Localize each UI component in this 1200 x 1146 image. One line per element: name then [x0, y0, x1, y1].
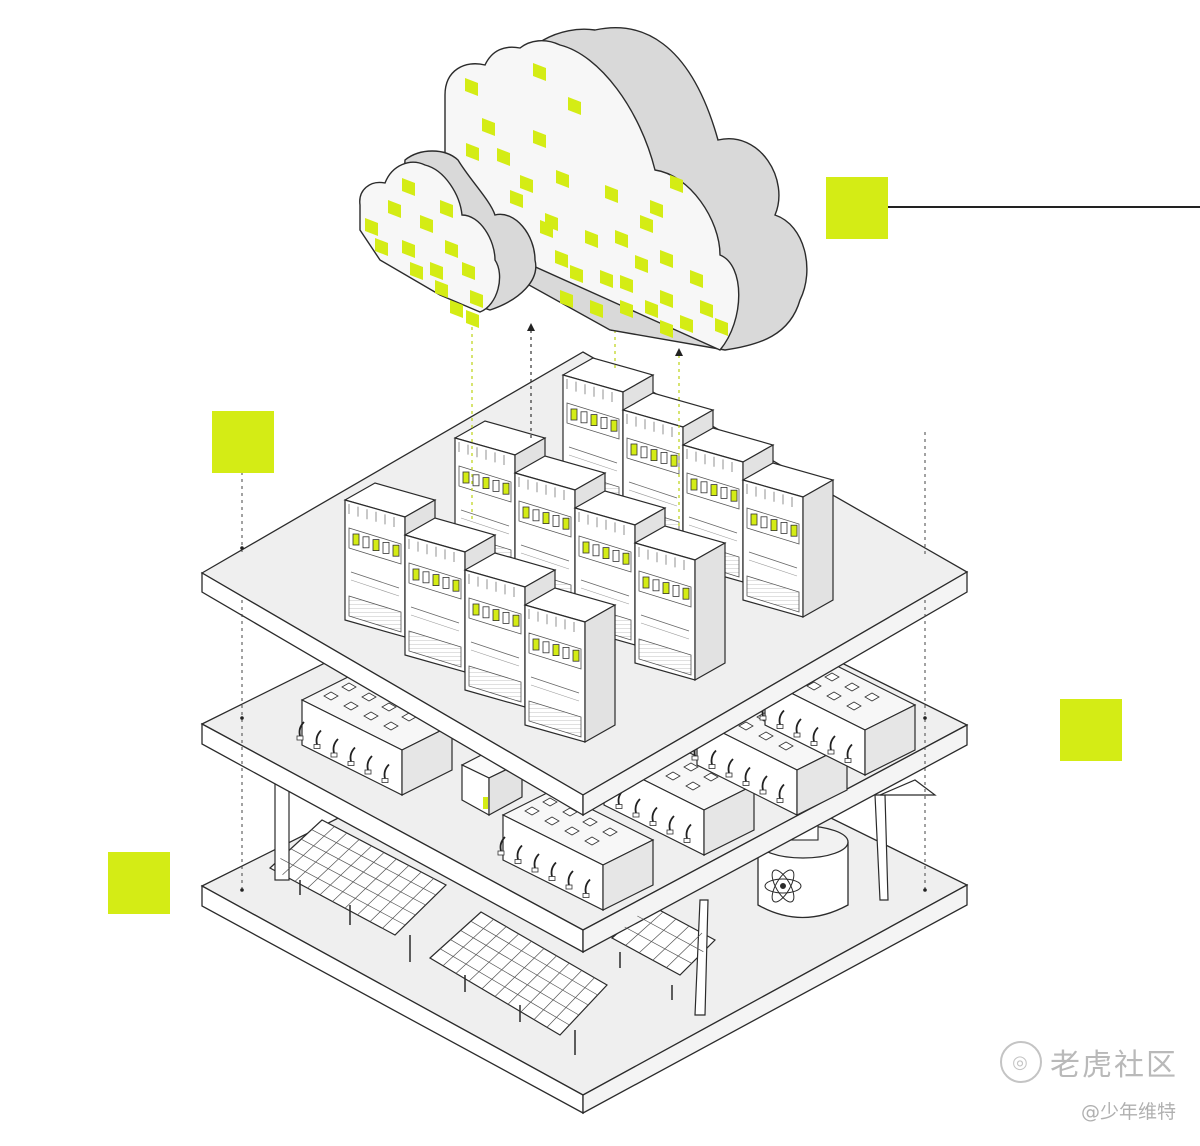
server-rack [523, 587, 617, 744]
watermark-brand: 老虎社区 [1050, 1048, 1178, 1083]
accent-square-right-middle [1060, 699, 1122, 761]
cloud-pixel [605, 185, 618, 203]
cloud-pixel [568, 97, 581, 115]
cloud-pixel [510, 190, 523, 208]
cloud-pixel [660, 320, 673, 338]
cloud-pixel [600, 270, 613, 288]
cloud-pixel [430, 262, 443, 280]
solar-grid [624, 911, 704, 968]
tiger-community-logo: ◎ [1000, 1041, 1042, 1083]
cloud-large [444, 27, 808, 351]
cloud-pixel [450, 300, 463, 318]
cloud-pixel [556, 170, 569, 188]
cloud-pixel [466, 143, 479, 161]
cloud-pixel [540, 220, 553, 238]
cloud-pixel [690, 270, 703, 288]
cloud-pixel [466, 310, 479, 328]
cloud-pixel [375, 238, 388, 256]
cloud-pixel [670, 175, 683, 193]
cloud-pixel [365, 218, 378, 236]
cloud-pixel [388, 200, 401, 218]
cloud-pixel [420, 215, 433, 233]
cloud-pixel [640, 215, 653, 233]
cloud-pixel [482, 118, 495, 136]
cloud-pixel [440, 200, 453, 218]
cloud-pixel [402, 178, 415, 196]
atom-icon [764, 869, 802, 903]
cloud-pixel [445, 240, 458, 258]
cloud-pixel [555, 250, 568, 268]
watermark: ◎ 老虎社区 [1000, 1040, 1178, 1084]
cloud-pixel [650, 200, 663, 218]
battery-unit [497, 789, 655, 911]
cloud-pixel [533, 130, 546, 148]
cloud-pixel [620, 275, 633, 293]
accent-square-left-top [212, 411, 274, 473]
cloud-pixel [410, 262, 423, 280]
cloud-pixel [645, 300, 658, 318]
cloud-pixel [635, 255, 648, 273]
cloud-pixel [533, 63, 546, 81]
cloud-pixel [615, 230, 628, 248]
cloud-pixel [402, 240, 415, 258]
cloud-pixel [462, 262, 475, 280]
cloud-pixel [585, 230, 598, 248]
cloud-pixel [680, 315, 693, 333]
cloud-pixel [560, 290, 573, 308]
solar-grid [440, 919, 598, 1028]
cloud-pixel [465, 78, 478, 96]
cloud-pixel [435, 280, 448, 298]
cloud-pixel [660, 250, 673, 268]
accent-square-left-bottom [108, 852, 170, 914]
cloud-pixel [520, 175, 533, 193]
cloud-pixel [715, 318, 728, 336]
cloud-pixel [497, 148, 510, 166]
cloud-pixel [700, 300, 713, 318]
accent-square-right-top [826, 177, 888, 239]
watermark-handle: @少年维特 [1080, 1101, 1176, 1123]
cloud-pixel [590, 300, 603, 318]
solar-grid [280, 826, 436, 929]
support-pillars [274, 779, 290, 881]
battery-unit [296, 674, 454, 796]
cloud-pixel [660, 290, 673, 308]
server-rack [633, 525, 727, 682]
cloud-pixel [570, 265, 583, 283]
cloud-pixel [620, 300, 633, 318]
cloud-pixel [470, 290, 483, 308]
server-rack [741, 462, 835, 619]
wind-turbine [694, 779, 937, 1016]
